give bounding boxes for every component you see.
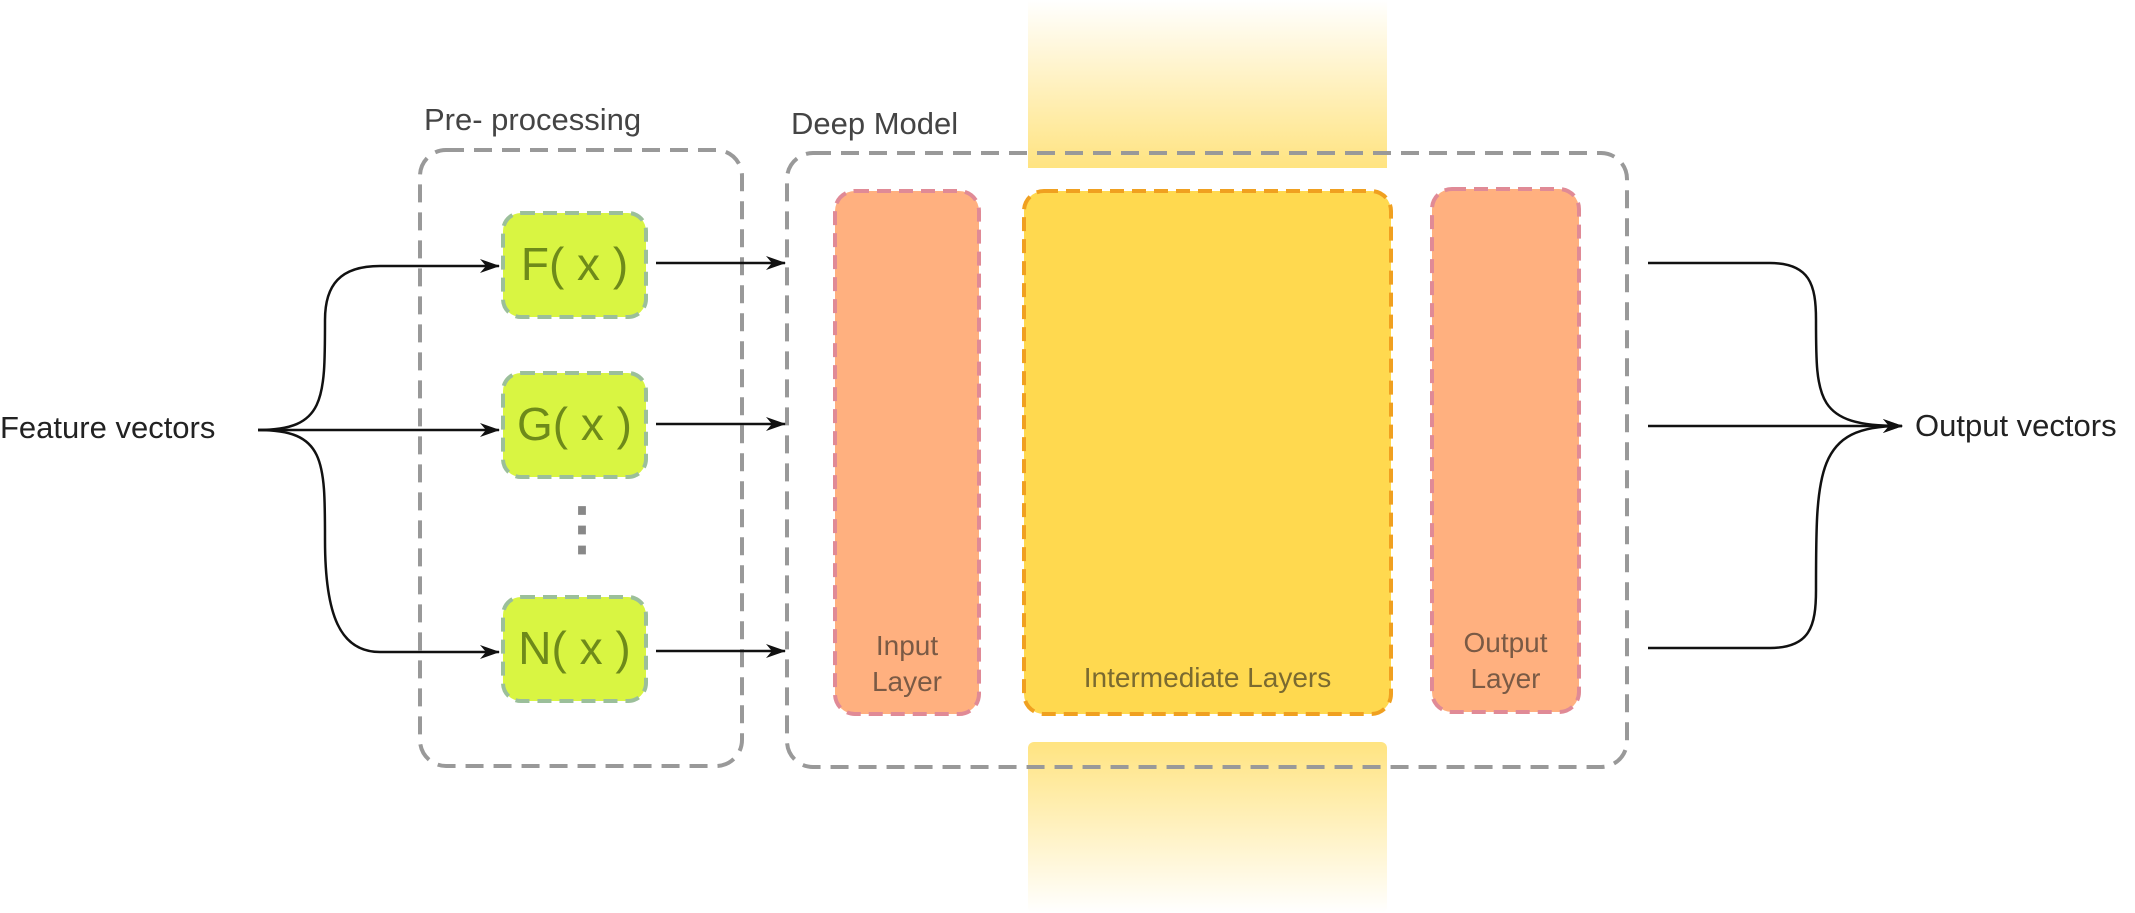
deep-model-title: Deep Model (791, 106, 959, 141)
function-box-g (501, 371, 648, 479)
preprocessing-title: Pre- processing (424, 102, 642, 137)
input-layer-label-line2: Layer (871, 666, 943, 697)
input-layer (833, 189, 981, 716)
intermediate-layers-label: Intermediate Layers (1083, 662, 1332, 693)
intermediate-layers (1022, 189, 1393, 716)
intermediate-glow-top (1028, 0, 1387, 168)
output-connector-bottom (1648, 424, 1901, 650)
feature-vectors-label: Feature vectors (0, 410, 216, 445)
deep-model-group (785, 151, 1629, 769)
input-layer-label: Input Layer (835, 628, 979, 700)
output-layer-label-line2: Layer (1470, 663, 1541, 694)
output-connector-top (1648, 261, 1903, 433)
input-connector-f (257, 259, 500, 432)
output-vectors-label: Output vectors (1915, 408, 2117, 443)
function-box-f (501, 211, 648, 319)
function-label-f: F( x ) (520, 238, 629, 290)
ellipsis-vertical: ⋮ (553, 496, 611, 561)
output-layer-label: Output Layer (1432, 625, 1579, 697)
input-connector-n (257, 428, 500, 659)
preprocessing-group (418, 148, 744, 768)
function-label-g: G( x ) (517, 398, 632, 450)
function-box-n (501, 595, 648, 703)
output-layer-label-line1: Output (1463, 627, 1548, 658)
output-layer (1430, 187, 1581, 714)
input-layer-label-line1: Input (875, 630, 939, 661)
intermediate-glow-bottom (1028, 742, 1387, 913)
function-label-n: N( x ) (518, 622, 631, 674)
